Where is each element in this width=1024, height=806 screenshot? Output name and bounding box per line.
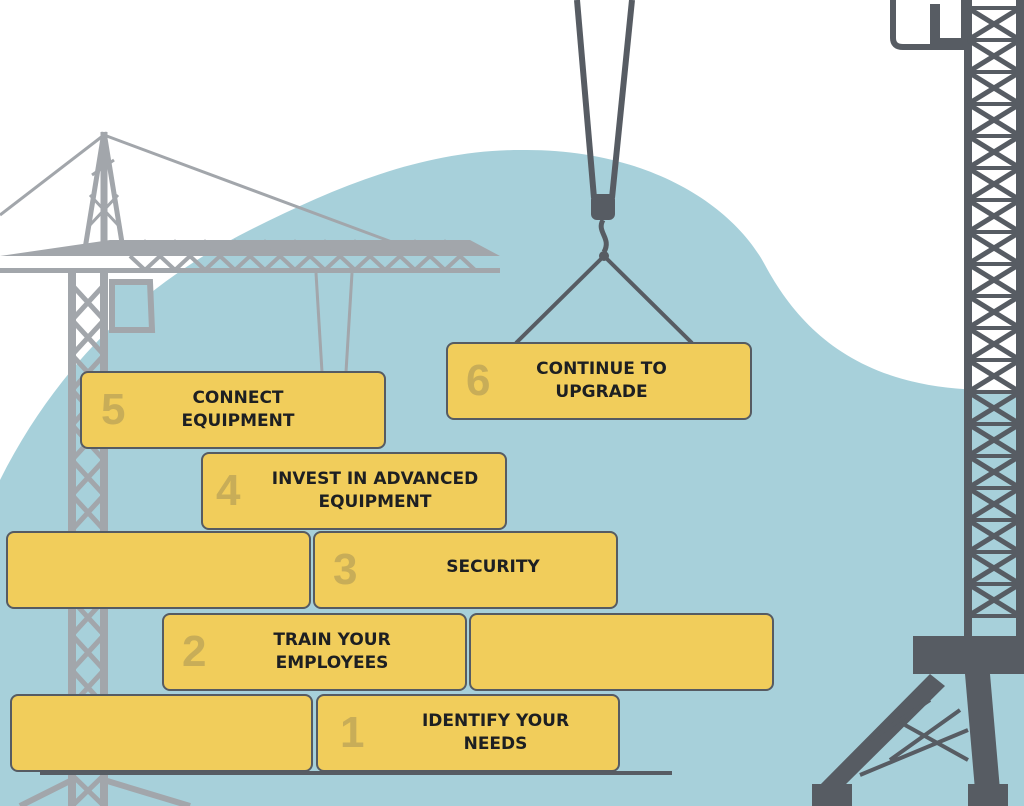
step-1-brick: 1 IDENTIFY YOUR NEEDS bbox=[316, 694, 620, 772]
step-1-number: 1 bbox=[340, 708, 365, 757]
step-5-number: 5 bbox=[101, 385, 126, 434]
step-6-label: CONTINUE TO UPGRADE bbox=[536, 359, 667, 402]
step-1-label: IDENTIFY YOUR NEEDS bbox=[421, 711, 570, 754]
right-crane-icon bbox=[812, 0, 1024, 806]
step-2-label: TRAIN YOUR EMPLOYEES bbox=[273, 630, 391, 673]
step-3-label: SECURITY bbox=[446, 556, 540, 577]
step-2-number: 2 bbox=[182, 627, 207, 676]
blank-brick bbox=[469, 613, 774, 691]
blank-brick bbox=[10, 694, 313, 772]
step-4-label: INVEST IN ADVANCED EQUIPMENT bbox=[271, 469, 479, 512]
step-4-brick: 4 INVEST IN ADVANCED EQUIPMENT bbox=[201, 452, 507, 530]
step-6-brick: 6 CONTINUE TO UPGRADE bbox=[446, 342, 752, 420]
crane-hook-icon bbox=[514, 0, 694, 345]
step-2-brick: 2 TRAIN YOUR EMPLOYEES bbox=[162, 613, 467, 691]
step-4-number: 4 bbox=[216, 466, 241, 515]
step-3-brick: 3 SECURITY bbox=[313, 531, 618, 609]
step-5-label: CONNECT EQUIPMENT bbox=[181, 388, 295, 431]
step-6-number: 6 bbox=[466, 356, 491, 405]
step-5-brick: 5 CONNECT EQUIPMENT bbox=[80, 371, 386, 449]
blank-brick bbox=[6, 531, 311, 609]
step-3-number: 3 bbox=[333, 545, 358, 594]
